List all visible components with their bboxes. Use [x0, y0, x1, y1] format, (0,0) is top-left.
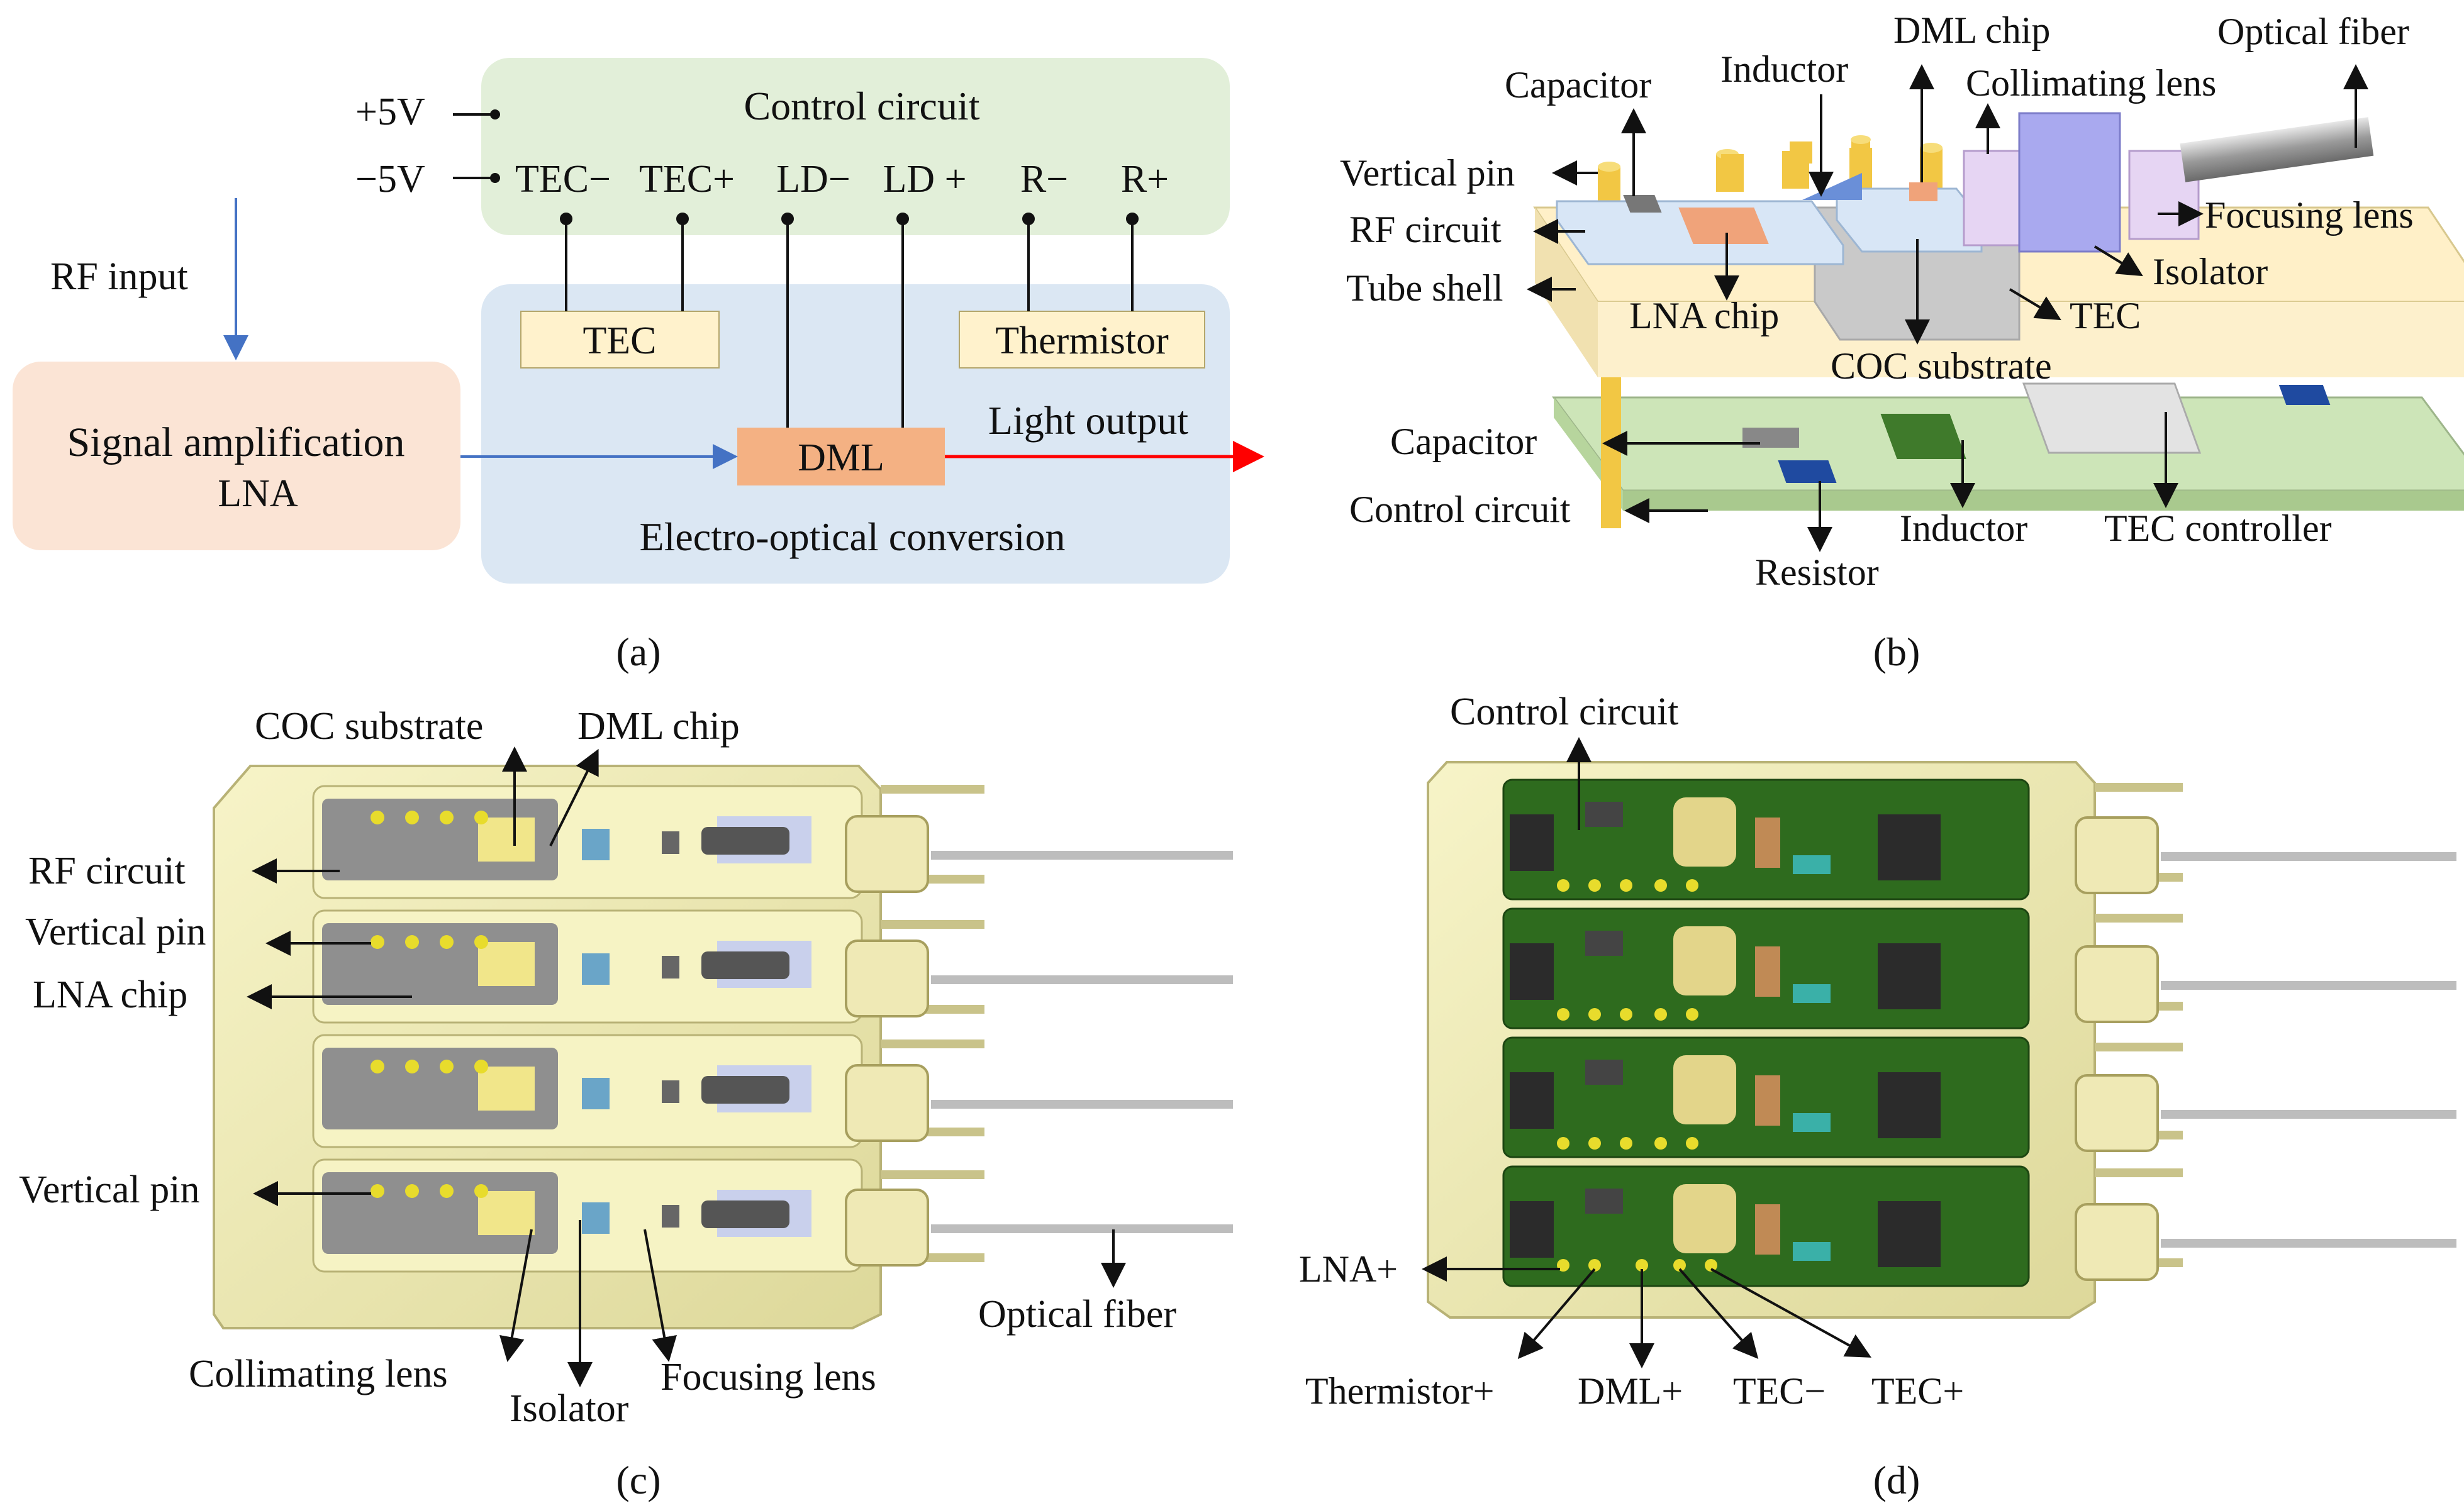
minus5v-dot	[490, 173, 500, 183]
coc-substrate-slab	[1836, 187, 1983, 253]
signal-amplification-label: Signal amplification	[67, 419, 404, 465]
inductor-triangle	[1802, 173, 1862, 200]
d-pcb-chips	[1510, 814, 1941, 1267]
capacitor-block-bottom	[1742, 428, 1799, 448]
dml-label: DML	[798, 436, 884, 479]
b-rf-circuit-label: RF circuit	[1349, 209, 1502, 250]
d-thermistor-plus-arrow	[1517, 1268, 1596, 1360]
lna-chip-block	[1678, 208, 1769, 244]
c-collimating-lens-label: Collimating lens	[189, 1353, 448, 1395]
d-fiber-connectors	[2075, 816, 2456, 1281]
d-yellow-pins	[1557, 879, 1717, 1272]
b-inductor-bottom-label: Inductor	[1900, 507, 2027, 549]
b-isolator-arrow	[2093, 245, 2143, 277]
panel-c: COC substrate DML chip RF circuit Vertic…	[19, 705, 1233, 1502]
pin-r-minus: R−	[1020, 158, 1068, 201]
pin-ld-plus: LD +	[883, 158, 966, 201]
pin-ld-minus: LD−	[776, 158, 850, 201]
tec-label: TEC	[583, 319, 656, 362]
b-dml-chip-label: DML chip	[1893, 9, 2050, 51]
b-optical-fiber-label: Optical fiber	[2217, 11, 2409, 52]
d-lna-plus-label: LNA+	[1299, 1248, 1398, 1290]
electro-optical-conversion-label: Electro-optical conversion	[639, 514, 1065, 559]
control-circuit-label: Control circuit	[744, 84, 979, 128]
d-tec-minus-label: TEC−	[1733, 1370, 1826, 1412]
c-vertical-pin-2-label: Vertical pin	[19, 1168, 200, 1211]
light-output-label: Light output	[988, 398, 1188, 443]
d-thermistor-plus-label: Thermistor+	[1305, 1370, 1494, 1412]
d-control-circuit-label: Control circuit	[1450, 690, 1678, 733]
d-pcb-pads	[1673, 797, 1736, 1253]
c-isolator-label: Isolator	[510, 1387, 629, 1430]
caption-b: (b)	[1873, 629, 1920, 674]
signal-amplification-box	[13, 362, 460, 550]
thermistor-box	[959, 311, 1205, 369]
caption-c: (c)	[616, 1458, 661, 1502]
minus5v-label: −5V	[355, 158, 425, 201]
thermistor-label: Thermistor	[995, 319, 1169, 362]
resistor-block	[1778, 460, 1837, 483]
caption-d: (d)	[1873, 1458, 1920, 1502]
c-yellow-pins	[371, 811, 488, 1198]
control-board-side	[1623, 491, 2464, 511]
c-focusing-lens-arrow	[644, 1229, 677, 1362]
b-tube-shell-label: Tube shell	[1346, 267, 1503, 309]
rf-input-label: RF input	[50, 255, 188, 298]
tec-box	[520, 311, 720, 369]
small-blue-block	[2278, 385, 2331, 405]
b-coc-substrate-label: COC substrate	[1831, 345, 2052, 387]
b-resistor-label: Resistor	[1755, 552, 1879, 593]
panel-b: Capacitor Inductor DML chip Optical fibe…	[1340, 9, 2464, 674]
b-tec-label: TEC	[2070, 295, 2141, 336]
b-inductor-top-label: Inductor	[1720, 48, 1848, 90]
d-tec-plus-label: TEC+	[1871, 1370, 1964, 1412]
tube-shell-side	[1598, 302, 2464, 377]
b-collimating-lens-label: Collimating lens	[1966, 62, 2216, 104]
isolator-block	[2018, 112, 2121, 253]
c-coc-substrate-label: COC substrate	[255, 705, 483, 748]
b-control-circuit-label: Control circuit	[1349, 489, 1571, 530]
c-rf-circuit-label: RF circuit	[28, 850, 186, 892]
b-capacitor-top-label: Capacitor	[1505, 64, 1651, 106]
d-tec-plus-arrow	[1710, 1268, 1872, 1358]
d-small-components	[1585, 802, 1831, 1261]
optical-fiber-cylinder	[2180, 117, 2374, 182]
c-dml-chip-label: DML chip	[577, 705, 740, 748]
b-lna-chip-label: LNA chip	[1629, 295, 1779, 336]
b-tec-arrow	[2009, 288, 2061, 321]
b-vertical-pin-label: Vertical pin	[1340, 152, 1515, 194]
lna-label: LNA	[218, 472, 298, 515]
b-capacitor-bottom-label: Capacitor	[1390, 421, 1537, 462]
tec-controller-chip	[2022, 382, 2202, 454]
c-focusing-lens-label: Focusing lens	[661, 1356, 876, 1399]
c-fiber-connectors	[845, 815, 1233, 1267]
plus5v-label: +5V	[355, 91, 425, 133]
b-isolator-label: Isolator	[2153, 251, 2268, 292]
c-collimating-lens-arrow	[499, 1229, 533, 1362]
plus5v-dot	[490, 109, 500, 119]
control-circuit-box	[481, 58, 1230, 235]
dml-chip-block	[1909, 182, 1937, 201]
pin-tec-minus: TEC−	[515, 158, 611, 201]
c-lna-chip-label: LNA chip	[33, 973, 187, 1016]
capacitor-block-top	[1623, 195, 1662, 213]
tube-shell-left	[1535, 208, 1598, 377]
pin-r-plus: R+	[1121, 158, 1169, 201]
d-tec-minus-arrow	[1678, 1268, 1759, 1360]
c-dml-chip-arrow	[549, 748, 599, 846]
panel-a: +5V −5V Control circuit TEC− TEC+ LD− LD…	[13, 58, 1264, 674]
b-focusing-lens-label: Focusing lens	[2205, 194, 2414, 236]
c-optical-fiber-label: Optical fiber	[978, 1293, 1176, 1336]
dml-box	[737, 428, 945, 485]
panel-d: Control circuit LNA+ Thermistor+ DML+ TE…	[1299, 690, 2456, 1502]
inductor-block	[1880, 414, 1966, 459]
d-dml-plus-label: DML+	[1578, 1370, 1683, 1412]
pin-wires	[560, 213, 1139, 428]
caption-a: (a)	[616, 629, 661, 674]
b-tec-controller-label: TEC controller	[2104, 507, 2332, 549]
c-vertical-pin-1-label: Vertical pin	[25, 911, 206, 953]
pin-tec-plus: TEC+	[639, 158, 735, 201]
